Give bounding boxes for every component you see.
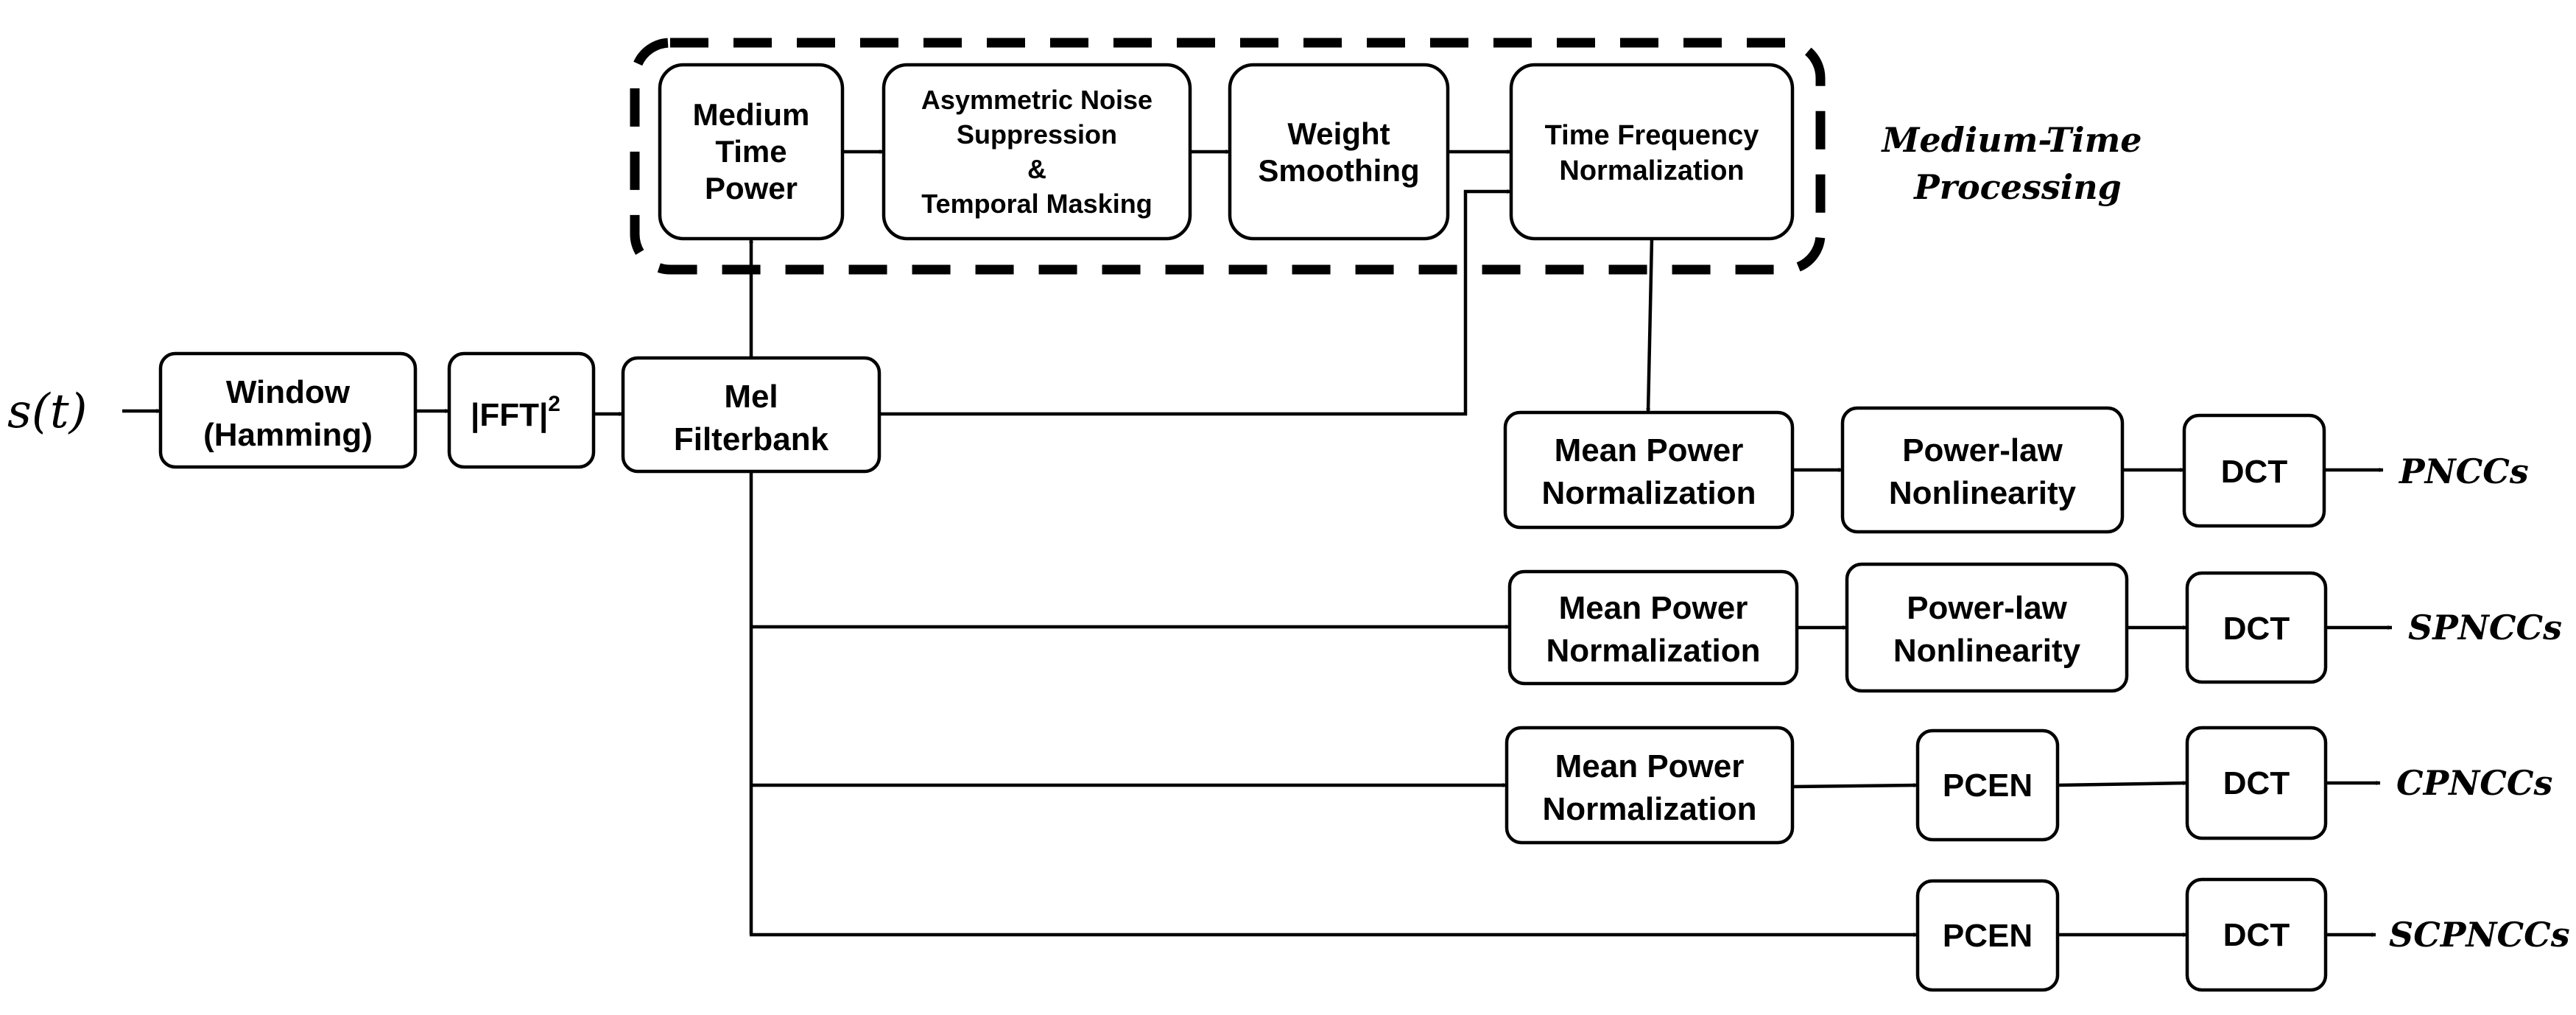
ws-line1: Weight — [1287, 116, 1390, 151]
row4-pcen-label: PCEN — [1943, 918, 2033, 954]
input-signal-label: s(t) — [7, 384, 88, 439]
ans-line4: Temporal Masking — [921, 189, 1152, 219]
medium-time-power-block[interactable]: Medium Time Power — [658, 63, 845, 241]
mtp-line2: Time — [715, 134, 786, 169]
ws-line2: Smoothing — [1258, 153, 1419, 188]
window-block-line1: Window — [226, 374, 351, 410]
row1-mean-power-normalization-block[interactable]: Mean Power Normalization — [1503, 410, 1795, 530]
mel-block-line1: Mel — [724, 379, 778, 415]
row1-power-law-nonlinearity-block[interactable]: Power-law Nonlinearity — [1840, 406, 2125, 534]
row1-dct-block[interactable]: DCT — [2182, 413, 2326, 528]
weight-smoothing-block[interactable]: Weight Smoothing — [1228, 63, 1450, 241]
ans-line1: Asymmetric Noise — [921, 85, 1152, 115]
arrow-row3-pcen-to-dct — [2057, 781, 2188, 787]
row2-mpn-line1: Mean Power — [1559, 590, 1748, 626]
mtp-line3: Power — [705, 171, 798, 206]
fft-superscript: 2 — [548, 392, 560, 416]
row2-nl-line1: Power-law — [1907, 590, 2067, 626]
row3-mpn-line2: Normalization — [1543, 791, 1757, 827]
row2-power-law-nonlinearity-block[interactable]: Power-law Nonlinearity — [1845, 562, 2129, 693]
row1-mpn-line2: Normalization — [1542, 475, 1756, 511]
row4-dct-block[interactable]: DCT — [2185, 877, 2328, 992]
row4-pcen-block[interactable]: PCEN — [1915, 879, 2060, 992]
row1-nl-line1: Power-law — [1902, 432, 2063, 468]
row3-dct-label: DCT — [2223, 765, 2290, 801]
row2-mpn-line2: Normalization — [1546, 633, 1761, 669]
mel-block-line2: Filterbank — [674, 421, 829, 457]
fft-block[interactable]: |FFT|2 — [447, 351, 596, 469]
row2-mean-power-normalization-block[interactable]: Mean Power Normalization — [1507, 569, 1799, 686]
row3-mpn-line1: Mean Power — [1555, 748, 1745, 784]
window-block-line2: (Hamming) — [203, 417, 373, 453]
row2-dct-block[interactable]: DCT — [2185, 571, 2328, 684]
row1-mpn-line1: Mean Power — [1555, 432, 1744, 468]
mtp-line1: Medium — [693, 97, 810, 132]
row3-pcen-label: PCEN — [1943, 768, 2033, 804]
ans-line2: Suppression — [957, 119, 1117, 150]
row3-dct-block[interactable]: DCT — [2185, 726, 2328, 840]
mel-filterbank-block[interactable]: Mel Filterbank — [621, 356, 881, 474]
medium-time-group-title: Medium-Time Processing — [1880, 120, 2153, 207]
ans-line3: & — [1027, 154, 1046, 184]
fft-base: |FFT| — [471, 397, 548, 434]
time-frequency-normalization-block[interactable]: Time Frequency Normalization — [1509, 63, 1795, 241]
group-title-line2: Processing — [1912, 167, 2122, 207]
row1-dct-label: DCT — [2221, 454, 2288, 490]
row2-dct-label: DCT — [2223, 611, 2290, 647]
arrow-row3-mpn-to-pcen — [1792, 783, 1918, 789]
tfn-line2: Normalization — [1559, 155, 1744, 186]
spnccs-output-label: SPNCCs — [2408, 608, 2562, 647]
row3-mean-power-normalization-block[interactable]: Mean Power Normalization — [1505, 726, 1795, 845]
group-title-line1: Medium-Time — [1880, 120, 2142, 160]
fft-block-label: |FFT|2 — [471, 392, 560, 434]
tfn-line1: Time Frequency — [1545, 120, 1759, 151]
arrow-tfn-to-row1-mpn — [1646, 238, 1654, 413]
asymmetric-noise-suppression-block[interactable]: Asymmetric Noise Suppression & Temporal … — [881, 63, 1192, 241]
row4-dct-label: DCT — [2223, 917, 2290, 953]
row1-nl-line2: Nonlinearity — [1889, 475, 2077, 511]
medium-time-group-border — [630, 38, 1826, 275]
row3-pcen-block[interactable]: PCEN — [1915, 728, 2060, 842]
row2-nl-line2: Nonlinearity — [1893, 633, 2081, 669]
scpnccs-output-label: SCPNCCs — [2389, 915, 2570, 955]
cpnccs-output-label: CPNCCs — [2396, 763, 2552, 803]
pnccs-output-label: PNCCs — [2398, 452, 2529, 491]
window-block[interactable]: Window (Hamming) — [158, 351, 418, 469]
arrow-mel-bypass-to-tfn — [879, 189, 1512, 416]
